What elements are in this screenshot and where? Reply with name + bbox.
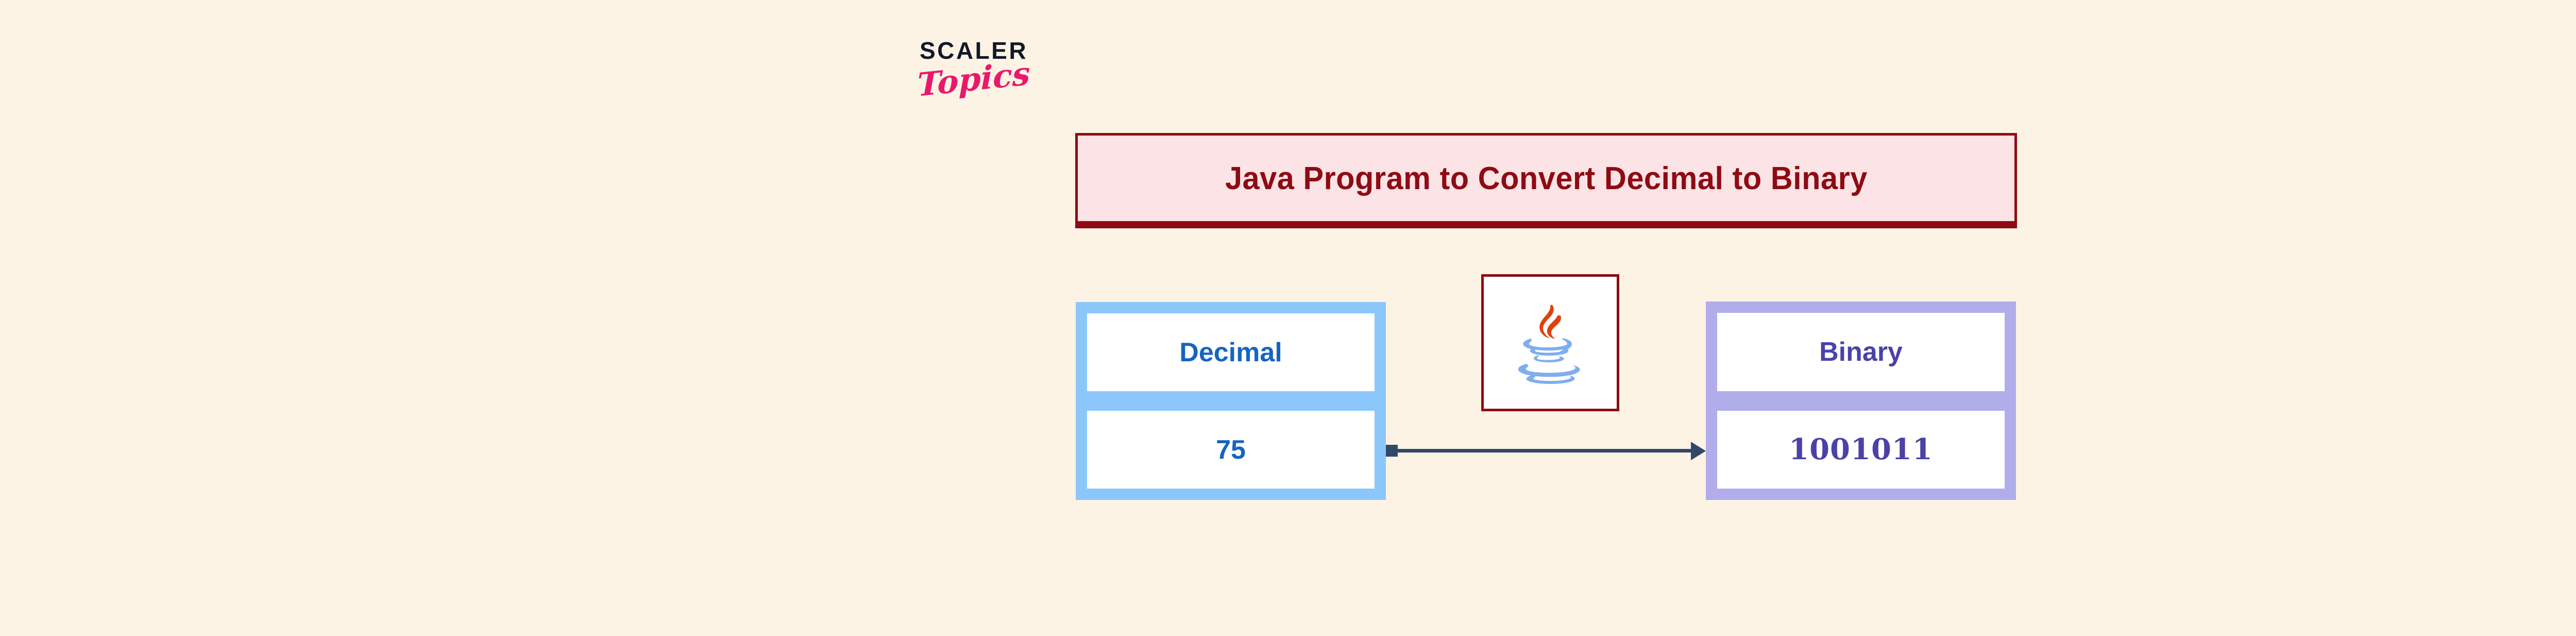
decimal-input-box: Decimal 75 [1076, 302, 1386, 500]
page-title: Java Program to Convert Decimal to Binar… [1225, 160, 1868, 196]
binary-header-label: Binary [1717, 313, 2005, 391]
scaler-topics-logo: SCALER Topics [899, 39, 1048, 131]
decimal-cell-divider [1087, 391, 1375, 411]
conversion-flow-arrow [1386, 442, 1706, 460]
binary-output-box: Binary 1001011 [1706, 302, 2016, 500]
brand-wordmark-text: SCALER [919, 37, 1028, 64]
decimal-header-label: Decimal [1087, 313, 1375, 391]
java-coffee-cup-icon [1518, 305, 1580, 384]
binary-value: 1001011 [1717, 410, 2005, 489]
java-logo-card [1481, 274, 1619, 411]
decimal-value: 75 [1087, 411, 1375, 489]
title-banner: Java Program to Convert Decimal to Binar… [1075, 133, 2017, 228]
binary-cell-divider [1717, 391, 2005, 411]
